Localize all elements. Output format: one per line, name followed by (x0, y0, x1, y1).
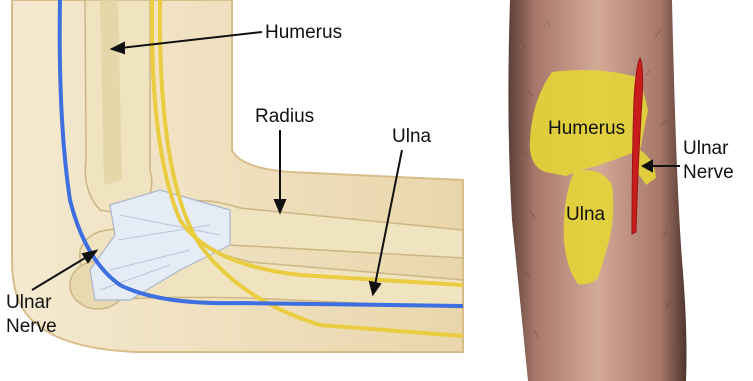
elbow-illustration: Humerus Radius Ulna Ulnar Nerve (6, 0, 463, 352)
label-ulnar-nerve-line1: Ulnar (6, 292, 52, 313)
label-ulnar-nerve-line2: Nerve (6, 316, 57, 337)
label-humerus: Humerus (265, 22, 342, 43)
label-ulna: Ulna (392, 126, 432, 147)
elbow-photo: Humerus Ulna Ulnar Nerve (480, 0, 753, 381)
photo-label-ulnar-nerve-line2: Nerve (683, 162, 734, 183)
photo-label-ulna: Ulna (566, 204, 606, 225)
photo-label-humerus: Humerus (548, 118, 625, 139)
photo-label-ulnar-nerve-line1: Ulnar (683, 138, 729, 159)
label-radius: Radius (255, 106, 314, 127)
